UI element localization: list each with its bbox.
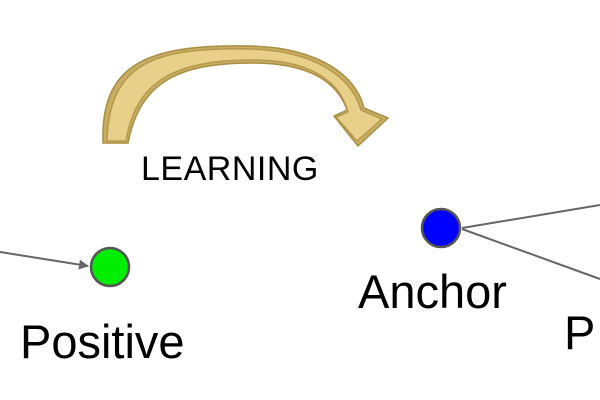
learning-arrow-body <box>106 48 383 142</box>
edge-to-positive <box>0 251 89 270</box>
edge-anchor-upper-right <box>461 204 600 229</box>
right-partial-label: P <box>564 306 596 359</box>
positive-node <box>89 246 131 288</box>
anchor-label: Anchor <box>358 265 507 318</box>
edge-anchor-lower-right <box>461 228 600 280</box>
learning-label: LEARNING <box>141 150 319 188</box>
anchor-node <box>420 207 462 249</box>
positive-label: Positive <box>20 315 185 368</box>
learning-curved-arrow <box>102 45 389 147</box>
